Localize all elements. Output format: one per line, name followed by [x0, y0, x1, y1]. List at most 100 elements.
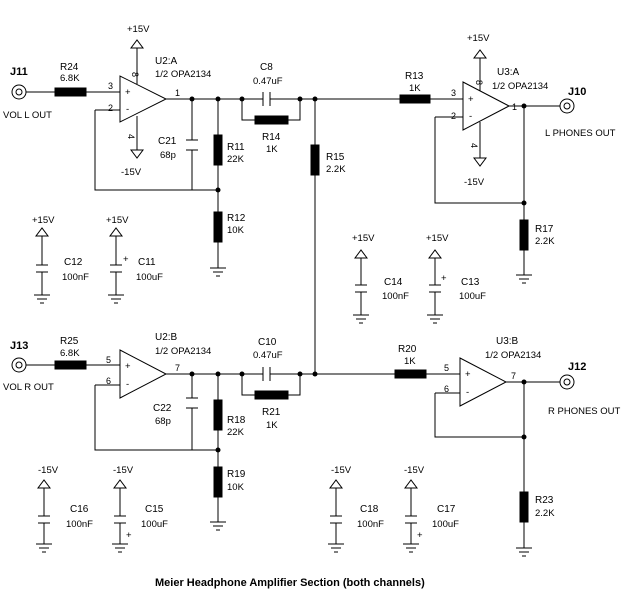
r11-ref: R11 — [227, 142, 245, 153]
resistor-r20 — [394, 369, 427, 379]
resistor-r23 — [519, 491, 529, 523]
u2a-pin1: 1 — [175, 88, 180, 98]
capacitor-c8 — [262, 92, 400, 106]
u3a-part: 1/2 OPA2134 — [492, 81, 548, 92]
u2a-vneg-arrow — [130, 149, 144, 159]
ground-r23 — [516, 547, 532, 557]
r21-value: 1K — [266, 420, 278, 431]
jack-j12-label: R PHONES OUT — [548, 406, 621, 417]
ground-r19 — [210, 521, 226, 531]
decoupling-bottom-right: -15V -15V + C18 100nF C17 100uF — [328, 465, 459, 553]
u3a-vneg-label: -15V — [464, 177, 485, 188]
u3a-pin4: 4 — [469, 143, 479, 148]
resistor-r15 — [310, 144, 320, 176]
r18-value: 22K — [227, 427, 245, 438]
u2a-vpos-arrow — [130, 39, 144, 49]
u3a-pin3: 3 — [451, 88, 456, 98]
jack-j11: J11 VOL L OUT — [3, 66, 52, 121]
ground-r12 — [210, 267, 226, 277]
c10-ref: C10 — [258, 337, 277, 348]
u2a-vpos-label: +15V — [127, 24, 150, 35]
u3a-plus-sign: + — [468, 94, 474, 105]
jack-j11-label: VOL L OUT — [3, 110, 52, 121]
resistor-r14 — [254, 115, 289, 125]
resistor-r17 — [519, 219, 529, 251]
r25-ref: R25 — [60, 336, 79, 347]
c11-plus-sign: + — [123, 254, 129, 265]
resistor-r13 — [399, 94, 431, 104]
u2a-part: 1/2 OPA2134 — [155, 69, 211, 80]
capacitor-c10 — [262, 367, 395, 381]
c8-value: 0.47uF — [253, 76, 283, 87]
c14-value: 100nF — [382, 291, 409, 302]
r19-ref: R19 — [227, 469, 246, 480]
resistor-r19 — [213, 466, 223, 498]
c15-plus-sign: + — [126, 530, 132, 541]
junction — [215, 187, 221, 193]
c13-plus-sign: + — [441, 273, 447, 284]
junction — [215, 96, 221, 102]
junction — [189, 371, 195, 377]
u3a-vpos-label: +15V — [467, 33, 490, 44]
r14-value: 1K — [266, 144, 278, 155]
u2b-part: 1/2 OPA2134 — [155, 346, 211, 357]
junction — [189, 96, 195, 102]
u3a-minus-sign: - — [469, 111, 472, 122]
u3b-plus-sign: + — [465, 369, 471, 380]
c10-value: 0.47uF — [253, 350, 283, 361]
u2a-ref: U2:A — [155, 56, 178, 67]
c21-value: 68p — [160, 150, 176, 161]
jack-j11-ref: J11 — [10, 66, 28, 78]
r13-value: 1K — [409, 83, 421, 94]
c14-rail: +15V — [352, 233, 375, 244]
c18-rail: -15V — [331, 465, 352, 476]
junction — [521, 200, 527, 206]
u3b-minus-sign: - — [466, 387, 469, 398]
u3a-vpos-arrow — [473, 49, 487, 59]
u2a-minus-sign: - — [126, 104, 129, 115]
u3a-pin2: 2 — [451, 111, 456, 121]
jack-j12: J12 R PHONES OUT — [548, 361, 621, 417]
u3b-ref: U3:B — [496, 336, 519, 347]
c17-value: 100uF — [432, 519, 459, 530]
c22-ref: C22 — [153, 403, 172, 414]
ground-r17 — [516, 274, 532, 284]
c17-rail: -15V — [404, 465, 425, 476]
r15-ref: R15 — [326, 152, 345, 163]
c15-rail: -15V — [113, 465, 134, 476]
jack-j13-ref: J13 — [10, 340, 28, 352]
capacitor-c21 — [186, 139, 198, 151]
c12-rail: +15V — [32, 215, 55, 226]
jack-j12-ref: J12 — [568, 361, 586, 373]
opamp-u2b: + - 5 6 7 U2:B 1/2 OPA2134 — [106, 332, 211, 399]
c13-rail: +15V — [426, 233, 449, 244]
u3a-pin8: 8 — [474, 80, 484, 85]
r15-value: 2.2K — [326, 164, 346, 175]
u2a-pin2: 2 — [108, 103, 113, 113]
u3b-pin6: 6 — [444, 384, 449, 394]
jack-j10: J10 L PHONES OUT — [545, 86, 616, 139]
c11-ref: C11 — [138, 257, 156, 268]
u2a-pin3: 3 — [108, 81, 113, 91]
r20-ref: R20 — [398, 344, 417, 355]
decoupling-top-right: +15V +15V + C14 100nF C13 100uF — [352, 233, 486, 324]
u2b-ref: U2:B — [155, 332, 178, 343]
c18-value: 100nF — [357, 519, 384, 530]
c12-value: 100nF — [62, 272, 89, 283]
c16-ref: C16 — [70, 504, 89, 515]
u3a-pin1: 1 — [512, 102, 517, 112]
u3b-part: 1/2 OPA2134 — [485, 350, 541, 361]
r12-value: 10K — [227, 225, 245, 236]
c21-ref: C21 — [158, 136, 177, 147]
junction — [215, 371, 221, 377]
junction — [297, 96, 303, 102]
resistor-r21 — [254, 390, 289, 400]
opamp-u3a: + - 3 2 1 8 4 U3:A 1/2 OPA2134 — [451, 67, 548, 148]
c17-ref: C17 — [437, 504, 456, 515]
u2b-pin6: 6 — [106, 376, 111, 386]
u3b-pin5: 5 — [444, 363, 449, 373]
u2b-minus-sign: - — [126, 379, 129, 390]
u2a-plus-sign: + — [125, 87, 131, 98]
junction — [215, 447, 221, 453]
